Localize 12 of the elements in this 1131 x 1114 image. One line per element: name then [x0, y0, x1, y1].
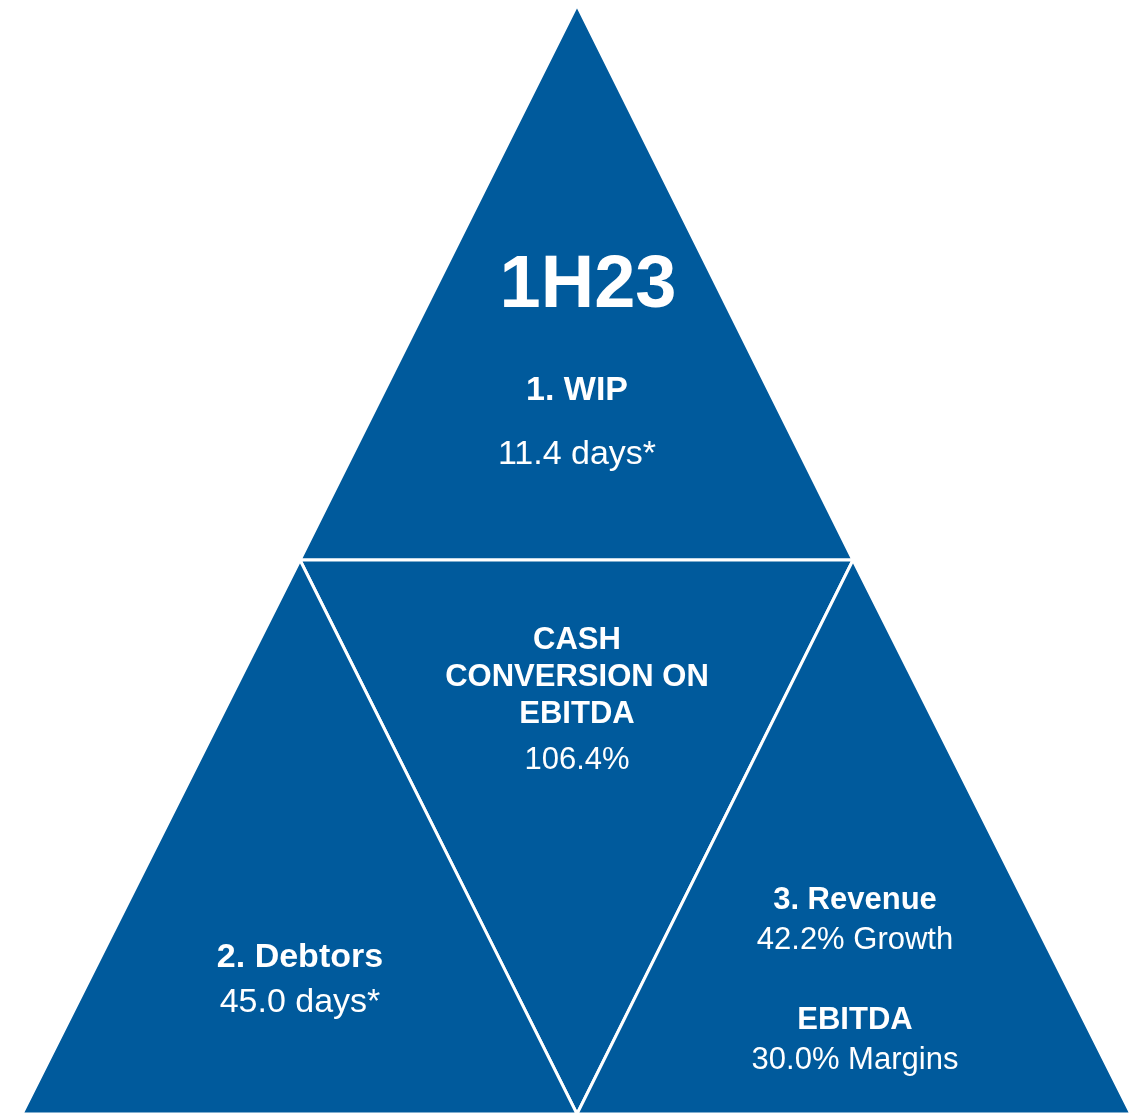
metric-value: 42.2% Growth: [755, 920, 955, 958]
metric-value: 106.4%: [523, 740, 631, 778]
metric-title: 3. Revenue: [772, 880, 938, 918]
metric-title: 2. Debtors: [215, 935, 385, 976]
metric-title: EBITDA: [796, 1000, 914, 1038]
metric-title: CASH CONVERSION ON EBITDA: [444, 620, 710, 732]
period-heading: 1H23: [498, 239, 678, 325]
triangle-segment: [300, 5, 853, 560]
metric-value: 11.4 days*: [496, 432, 658, 473]
metric-value: 45.0 days*: [218, 980, 382, 1021]
metric-value: 30.0% Margins: [750, 1040, 960, 1078]
metric-title: 1. WIP: [525, 368, 629, 409]
